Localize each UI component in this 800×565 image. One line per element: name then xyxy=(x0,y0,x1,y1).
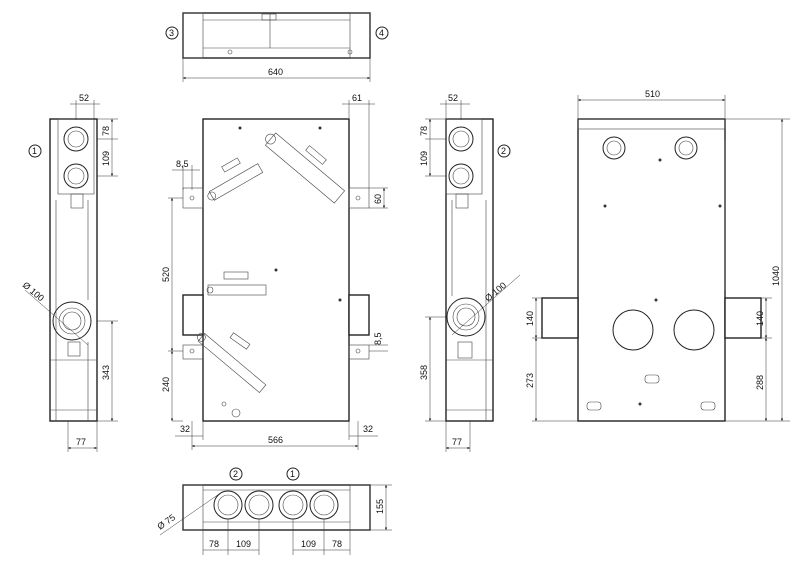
diagonal-component xyxy=(264,132,346,204)
marker-1-left: 1 xyxy=(32,146,37,156)
dim-left-d100: Ø 100 xyxy=(21,280,46,303)
dim-front-32-left: 32 xyxy=(180,424,190,434)
bottom-view: Ø 75 155 78 109 109 78 2 1 xyxy=(155,467,392,555)
dim-front-8-5-bottom: 8,5 xyxy=(373,332,383,345)
dim-right-109: 109 xyxy=(419,151,429,166)
dim-front-61: 61 xyxy=(352,93,362,103)
marker-circle-2-bottom xyxy=(229,467,243,481)
marker-circle-4 xyxy=(375,26,389,40)
dim-back-140-left: 140 xyxy=(525,311,535,326)
port-circle xyxy=(602,136,626,160)
port-circle-large xyxy=(612,309,654,351)
marker-2-bottom: 2 xyxy=(233,469,238,479)
right-side-view: 52 78 109 Ø 100 358 77 2 xyxy=(419,93,521,452)
dim-front-32-right: 32 xyxy=(363,424,373,434)
marker-circle-1 xyxy=(28,144,42,158)
port-circle xyxy=(674,136,698,160)
marker-circle-3 xyxy=(165,26,179,40)
dim-front-8-5-top: 8,5 xyxy=(176,159,189,169)
dim-front-566: 566 xyxy=(268,435,283,445)
back-view: 510 1040 140 273 140 288 xyxy=(525,89,790,422)
marker-3: 3 xyxy=(169,28,174,38)
diagonal-component xyxy=(207,163,264,201)
dim-left-52: 52 xyxy=(79,93,89,103)
port-circle xyxy=(63,163,89,189)
marker-circle-1-bottom xyxy=(286,467,300,481)
dim-bottom-109-b: 109 xyxy=(301,539,316,549)
dim-right-78: 78 xyxy=(419,126,429,136)
dim-back-140-right: 140 xyxy=(755,311,765,326)
dim-back-288: 288 xyxy=(755,375,765,390)
dim-front-240: 240 xyxy=(161,377,171,392)
port-circle xyxy=(63,126,89,152)
dim-left-343: 343 xyxy=(101,365,111,380)
dim-bottom-78-b: 78 xyxy=(332,539,342,549)
port-circle xyxy=(448,126,474,152)
marker-4: 4 xyxy=(379,28,384,38)
marker-2-right: 2 xyxy=(501,146,506,156)
dim-back-273: 273 xyxy=(525,373,535,388)
dim-bottom-78-a: 78 xyxy=(209,539,219,549)
port-circle-large xyxy=(673,309,715,351)
dim-right-52: 52 xyxy=(448,93,458,103)
port-circle-large xyxy=(52,301,92,341)
dim-left-109: 109 xyxy=(101,151,111,166)
top-view: 640 3 4 xyxy=(165,12,389,82)
dim-right-358: 358 xyxy=(419,365,429,380)
dim-front-60: 60 xyxy=(373,194,383,204)
marker-1-bottom: 1 xyxy=(290,469,295,479)
dim-back-510: 510 xyxy=(645,89,660,99)
dim-bottom-109-a: 109 xyxy=(236,539,251,549)
port-circle-large xyxy=(446,297,486,337)
marker-circle-2 xyxy=(497,144,511,158)
diagonal-component xyxy=(197,332,267,393)
dim-bottom-d75: Ø 75 xyxy=(155,512,177,531)
left-side-view: 52 78 109 Ø 100 343 77 1 xyxy=(21,93,118,452)
dim-left-77: 77 xyxy=(76,437,86,447)
dim-front-520: 520 xyxy=(161,267,171,282)
port-circle xyxy=(448,163,474,189)
dim-right-77: 77 xyxy=(452,437,462,447)
front-view: 61 60 8,5 520 240 8,5 32 32 566 xyxy=(161,93,388,450)
dim-left-78: 78 xyxy=(101,126,111,136)
dim-back-1040: 1040 xyxy=(771,266,781,286)
dim-bottom-155: 155 xyxy=(375,499,385,514)
dim-top-width: 640 xyxy=(268,67,283,77)
